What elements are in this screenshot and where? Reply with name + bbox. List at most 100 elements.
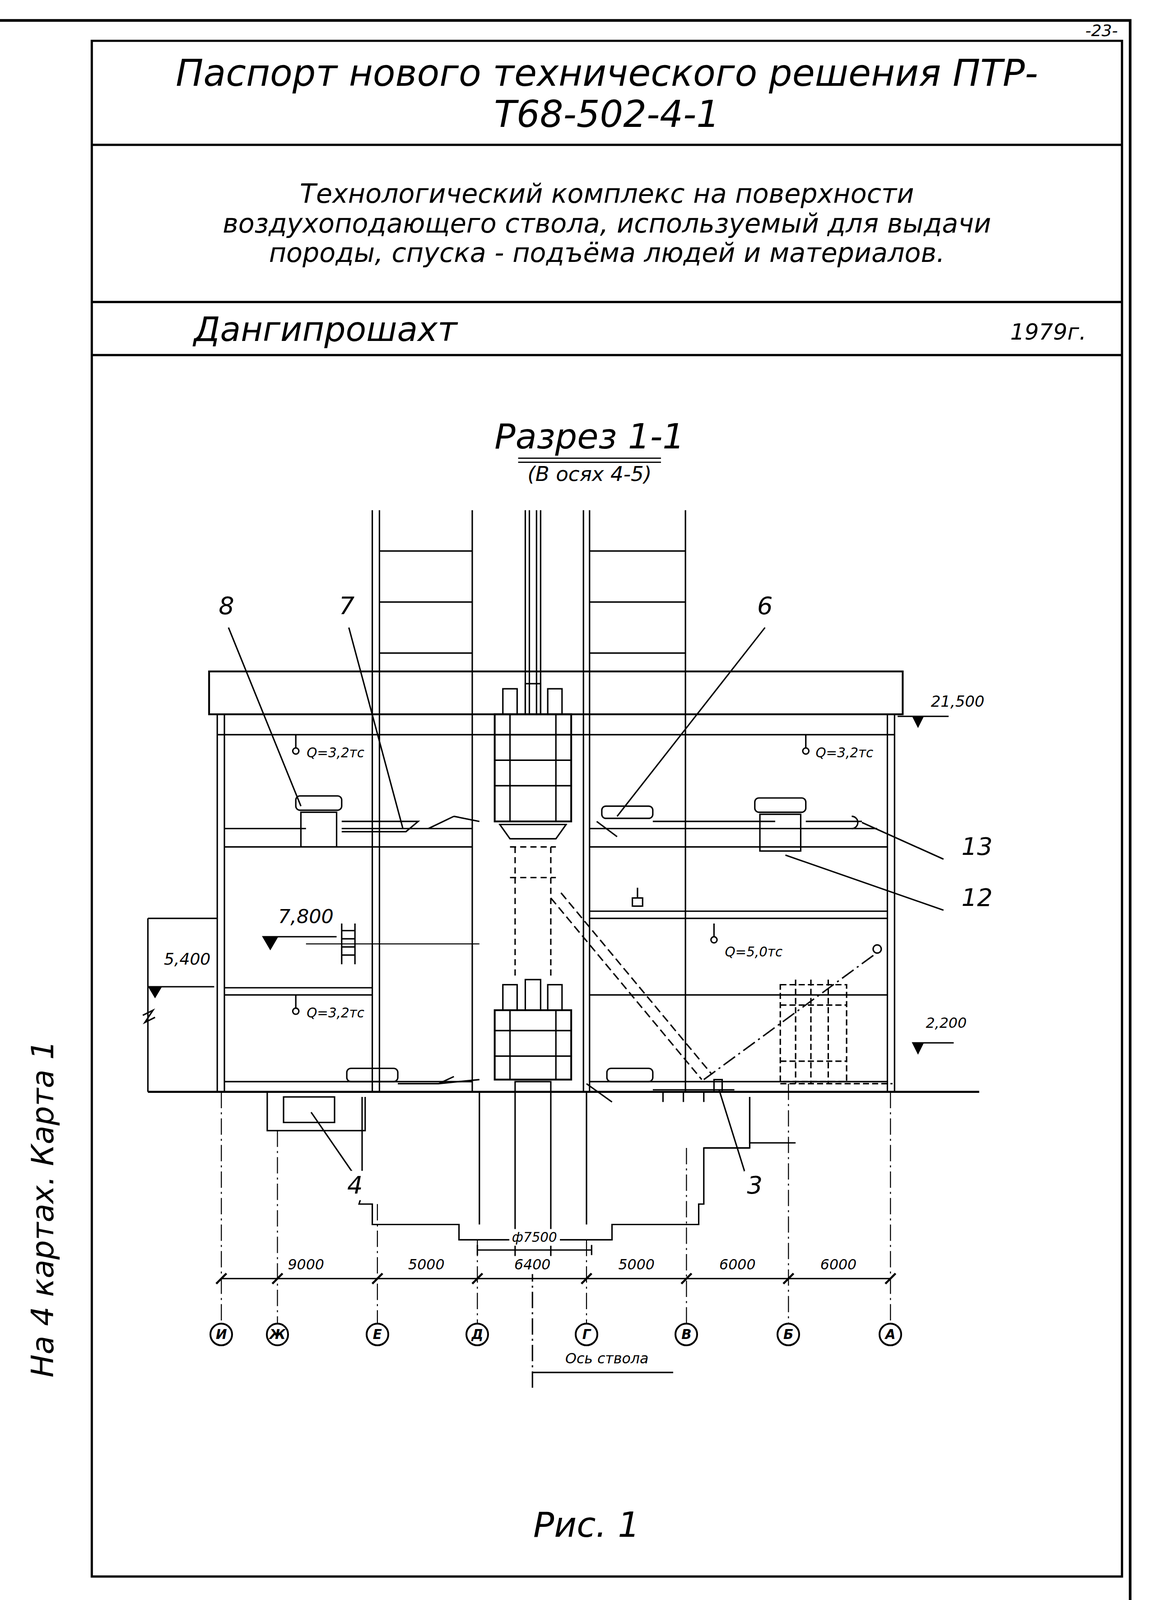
axis-letter: Г	[582, 1326, 592, 1342]
drawing-path	[311, 1112, 352, 1172]
drawing-label: Q=5,0тс	[721, 943, 786, 960]
drawing-rect	[300, 812, 337, 848]
drawing-path	[499, 824, 567, 839]
year: 1979г.	[1010, 320, 1087, 346]
axis-bubble: В	[674, 1322, 699, 1346]
drawing-path	[510, 846, 557, 980]
drawing-rect	[547, 984, 563, 1010]
drawing-label: 2,200	[923, 1014, 970, 1032]
drawing-rect	[632, 897, 643, 906]
drawing-rect	[283, 1096, 335, 1122]
drawing-path	[861, 822, 944, 859]
drawing-path	[780, 1082, 893, 1085]
drawing-label: 3	[744, 1170, 766, 1201]
drawing-path	[617, 627, 766, 817]
axis-letter: И	[215, 1326, 228, 1342]
axis-bubble: Ж	[265, 1322, 290, 1346]
drawing-path	[428, 816, 480, 829]
drawing-label: 7	[336, 591, 358, 621]
drawing-path	[91, 144, 1122, 355]
axis-bubble: Г	[574, 1322, 599, 1346]
drawing-path	[596, 821, 776, 837]
drawing-path	[148, 986, 215, 997]
drawing-circle	[873, 944, 882, 953]
drawing-label: Q=3,2тс	[813, 744, 877, 762]
drawing-path	[267, 1091, 366, 1131]
drawing-rect	[295, 795, 342, 810]
section-title: Разрез 1-1	[494, 417, 685, 457]
drawing-rect	[494, 714, 572, 822]
drawing-label: 5000	[405, 1256, 447, 1274]
drawing-label: 12	[958, 883, 996, 913]
drawing-path	[349, 627, 404, 829]
axis-bubble: Б	[776, 1322, 801, 1346]
axis-letter: Ж	[269, 1326, 286, 1342]
drawing-path	[586, 1083, 735, 1103]
drawing-rect	[759, 814, 801, 851]
drawing-label: 5000	[615, 1256, 657, 1274]
drawing-g	[0, 20, 1131, 1600]
subtitle: Технологический комплекс на поверхности …	[199, 178, 1015, 268]
axis-letter: В	[681, 1326, 692, 1342]
drawing-label: 7,800	[275, 904, 337, 928]
axis-bubble: Д	[465, 1322, 489, 1346]
drawing-path	[295, 734, 806, 1009]
drawing-rect	[525, 683, 541, 715]
drawing-path	[897, 716, 949, 727]
page-number: -23-	[1085, 21, 1118, 40]
drawing-label: 6400	[511, 1256, 554, 1274]
drawing-label: Q=3,2тс	[303, 1004, 368, 1022]
axis-letter: А	[885, 1326, 896, 1342]
drawing-label: 6000	[817, 1256, 860, 1274]
drawing-rect	[502, 984, 518, 1010]
drawing-path	[148, 1090, 980, 1093]
axis-bubble: А	[878, 1322, 903, 1346]
axis-bubble: И	[209, 1322, 233, 1346]
drawing-path	[780, 979, 847, 1084]
drawing-path	[358, 1096, 750, 1240]
drawing-circle	[802, 747, 810, 755]
axis-letter: Д	[471, 1326, 484, 1342]
drawing-path	[477, 1244, 592, 1256]
drawing-rect	[601, 805, 653, 819]
drawing-path	[379, 550, 686, 653]
drawing-label: 21,500	[928, 692, 988, 712]
drawing-rect	[494, 1010, 572, 1080]
drawing-circle	[292, 747, 299, 755]
drawing-rect	[346, 1068, 398, 1082]
drawing-rect	[209, 671, 903, 715]
drawing-label: 8	[215, 591, 238, 621]
drawing-label: На 4 картах. Карта 1	[25, 1040, 61, 1378]
drawing-path	[532, 1371, 674, 1374]
drawing-path	[531, 1265, 534, 1388]
drawing-path	[341, 821, 419, 832]
drawing-path	[0, 20, 1131, 1600]
axis-bubble: Е	[365, 1322, 390, 1346]
drawing-label: ф7500	[509, 1228, 560, 1246]
drawing-label: 6	[754, 591, 776, 621]
drawing-label: Ось ствола	[562, 1349, 652, 1368]
drawing-path	[494, 1010, 572, 1080]
drawing-label: 9000	[285, 1256, 327, 1274]
drawing-rect	[502, 688, 518, 714]
drawing-label: 4	[344, 1170, 366, 1201]
drawing-path	[805, 816, 862, 829]
drawing-circle	[711, 936, 718, 943]
drawing-path	[912, 1042, 954, 1053]
drawing-label: 6000	[716, 1256, 759, 1274]
drawing-path	[397, 1076, 480, 1084]
drawing-rect	[525, 979, 541, 1011]
drawing-path	[217, 714, 895, 1092]
drawing-label: 13	[958, 832, 996, 862]
organisation: Дангипрошахт	[193, 310, 457, 349]
drawing-path	[228, 627, 301, 806]
drawing-rect	[547, 688, 563, 714]
drawing-path	[142, 1010, 155, 1023]
sheet-title: Паспорт нового технического решения ПТР-…	[158, 52, 1056, 135]
drawing-path	[148, 918, 218, 1092]
drawing-path	[494, 714, 572, 822]
drawing-path	[263, 936, 337, 949]
figure-caption: Рис. 1	[533, 1505, 640, 1545]
axis-letter: Е	[372, 1326, 382, 1342]
